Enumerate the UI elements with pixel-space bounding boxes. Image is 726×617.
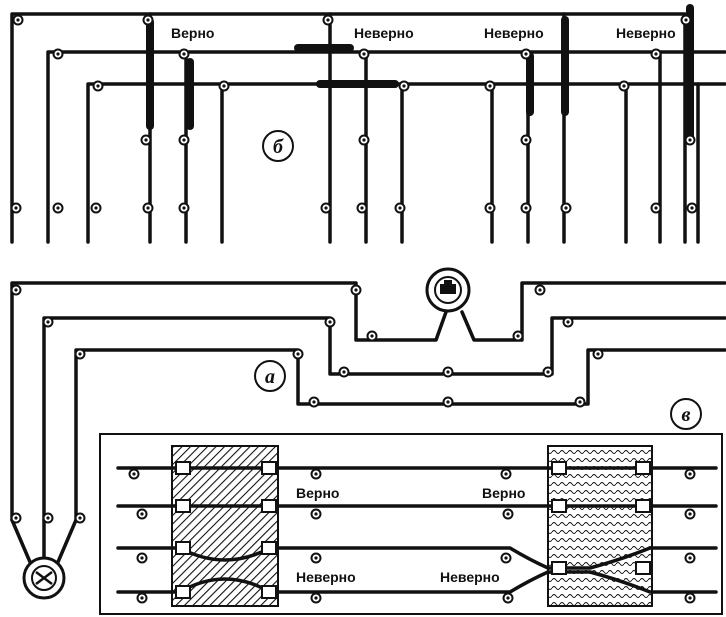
plug-rosette [22,556,66,600]
panel-v-id: в [682,404,691,426]
panel-a-terminal-dots [14,288,600,520]
panel-b-jumpers [146,4,694,144]
panel-b: Верно Неверно Неверно Неверно б [10,4,726,244]
panel-a-terminals [10,284,604,524]
panel-b-label-correct: Верно [171,25,214,41]
panel-b-label-incorrect-1: Неверно [354,25,414,41]
lamp-socket [425,267,471,313]
panel-b-id-circle [262,130,294,162]
panel-v-label-incorrect-left: Неверно [296,569,356,585]
panel-a-id-circle [254,360,286,392]
panel-v-label-incorrect-right: Неверно [440,569,500,585]
panel-v-wires [116,466,718,594]
panel-b-terminals [10,14,698,214]
panel-v-id-circle [670,398,702,430]
panel-b-terminal-dots [14,18,694,210]
panel-v-label-correct-right: Верно [482,485,525,501]
panel-a-id: а [265,366,275,388]
panel-v-label-correct-left: Верно [296,485,339,501]
panel-v: Верно Верно Неверно Неверно в [99,398,723,615]
panel-v-terminal-dots [132,472,692,600]
panel-a: а [10,267,726,600]
panel-b-wires [10,12,726,244]
panel-b-id: б [273,136,284,158]
panel-b-label-incorrect-2: Неверно [484,25,544,41]
panel-v-tubes [175,461,651,599]
panel-a-wires [10,281,726,564]
panel-b-label-incorrect-3: Неверно [616,25,676,41]
